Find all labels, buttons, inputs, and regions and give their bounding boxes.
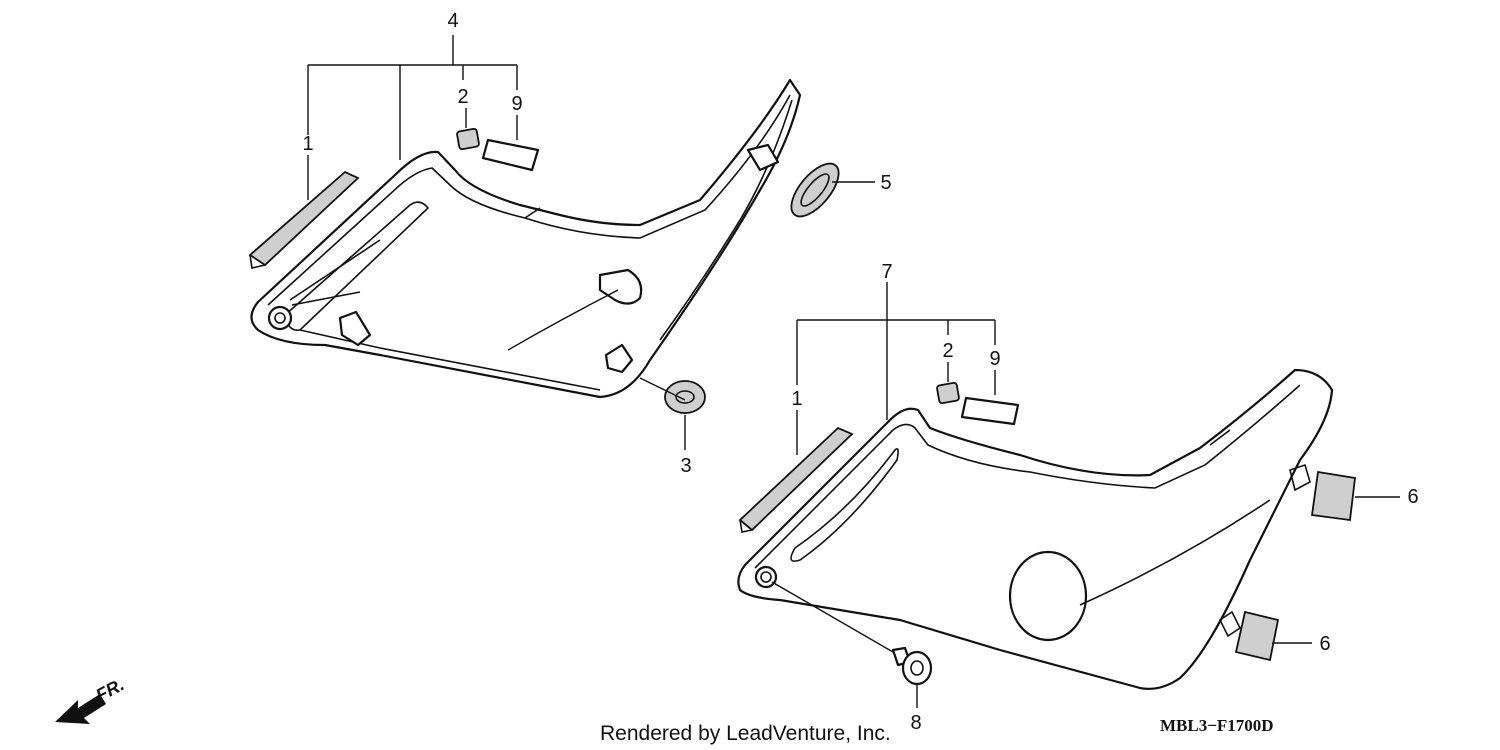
callout-2-upper: 2 bbox=[457, 86, 468, 108]
callout-1-upper: 1 bbox=[302, 133, 313, 155]
part-2-cushion-upper bbox=[456, 127, 480, 151]
callout-7: 7 bbox=[881, 261, 892, 283]
part-3-grommet bbox=[664, 380, 706, 414]
cover-clip-left bbox=[338, 310, 372, 347]
callout-4: 4 bbox=[447, 10, 458, 32]
part-9-tape-upper bbox=[481, 138, 540, 172]
left-side-cover bbox=[250, 78, 802, 399]
callout-9-upper: 9 bbox=[511, 93, 522, 115]
part-5-grommet bbox=[790, 162, 840, 218]
part-9-tape-lower bbox=[960, 396, 1020, 426]
right-side-cover bbox=[737, 368, 1334, 690]
callout-6-upper: 6 bbox=[1407, 486, 1418, 508]
callout-8: 8 bbox=[910, 712, 921, 734]
arrow-icon bbox=[55, 694, 106, 724]
part-2-cushion-lower bbox=[936, 381, 960, 405]
callout-3: 3 bbox=[680, 455, 691, 477]
callout-5: 5 bbox=[880, 172, 891, 194]
callout-6-lower: 6 bbox=[1319, 633, 1330, 655]
leaders-upper bbox=[307, 35, 875, 450]
callout-1-lower: 1 bbox=[791, 388, 802, 410]
leaders-lower bbox=[796, 282, 1400, 708]
cover-recess bbox=[1008, 550, 1088, 642]
callout-2-lower: 2 bbox=[942, 340, 953, 362]
part-6-cushion-lower bbox=[1234, 610, 1280, 662]
part-1-rubber-strip-lower bbox=[738, 426, 854, 533]
callout-9-lower: 9 bbox=[989, 348, 1000, 370]
part-1-rubber-strip-upper bbox=[248, 170, 360, 269]
part-6-cushion-upper bbox=[1310, 470, 1356, 522]
cover-tab bbox=[746, 143, 780, 172]
front-direction-arrow: FR. bbox=[55, 674, 127, 724]
part-8-bolt bbox=[771, 581, 933, 686]
cover-boss bbox=[598, 268, 643, 305]
cover-clip bbox=[604, 343, 634, 374]
credit-text: Rendered by LeadVenture, Inc. bbox=[600, 722, 891, 745]
diagram-code: MBL3−F1700D bbox=[1160, 716, 1274, 735]
